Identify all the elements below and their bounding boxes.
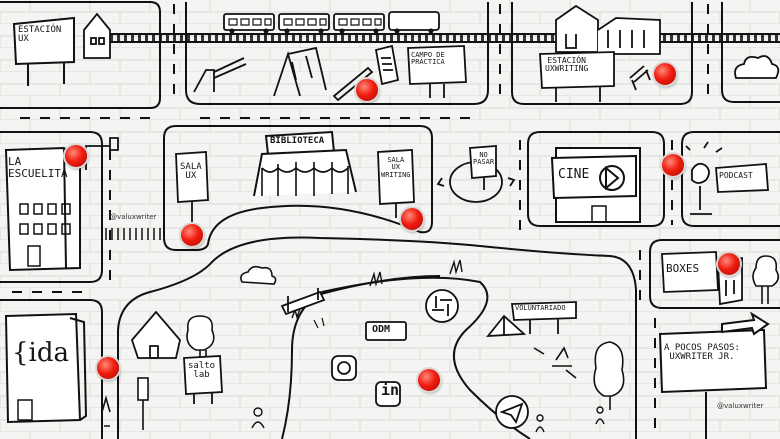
a-pocos-pasos-sign <box>658 311 770 439</box>
sala-ux-sign <box>175 151 209 222</box>
block-boxes <box>649 239 780 309</box>
playground-slide-icon <box>193 57 247 93</box>
block-estacion-uxwriting <box>511 2 693 105</box>
telegram-icon <box>495 395 529 429</box>
block-biblioteca <box>163 125 433 251</box>
a-pocos-pasos-text: A POCOS PASOS: UXWRITER JR. <box>664 343 740 363</box>
swing-icon <box>273 46 327 97</box>
linkedin-icon <box>375 381 401 407</box>
slack-icon <box>425 289 459 323</box>
bench-icon <box>629 65 651 91</box>
station-building-icon <box>555 4 661 55</box>
campfire-icon <box>533 346 577 379</box>
hotspot-campo-practica[interactable] <box>356 79 378 101</box>
voluntariado-sign <box>510 301 577 334</box>
block-estacion-ux <box>0 1 161 109</box>
linkedin-text: in <box>381 381 400 399</box>
trees-right-icon <box>593 341 625 410</box>
hotspot-estacion-uxwriting[interactable] <box>654 63 676 85</box>
estacion-uxwriting-sign <box>539 51 615 102</box>
block-central <box>117 236 637 439</box>
block-podcast <box>681 131 780 227</box>
road-lane-markers <box>12 4 709 430</box>
hotspot-sala-uxwriting[interactable] <box>401 208 423 230</box>
hotspot-escuelita[interactable] <box>65 145 87 167</box>
bush-icon <box>734 55 780 79</box>
house-icon <box>83 12 111 59</box>
biblioteca-text: BIBLIOTECA <box>270 136 325 146</box>
podcast-sign <box>685 141 769 215</box>
ida-building <box>4 312 88 424</box>
fence-icon <box>105 228 161 240</box>
cloud-icon <box>240 265 277 285</box>
ida-text: {ida <box>12 338 70 368</box>
salto-lab-sign <box>183 355 223 404</box>
hotspot-cine[interactable] <box>662 154 684 176</box>
meetup-text: ODM <box>372 324 391 335</box>
sala-ux-text: SALA UX <box>180 162 202 182</box>
meetup-sign <box>365 321 407 341</box>
watermark-bottom: @valuxwriter <box>717 402 764 410</box>
railway <box>110 33 780 43</box>
hotspot-sala-ux[interactable] <box>181 224 203 246</box>
campo-practica-sign <box>407 45 467 98</box>
hotspot-boxes[interactable] <box>718 253 740 275</box>
escuelita-text: LA ESCUELITA <box>8 155 68 180</box>
train <box>223 11 440 34</box>
boxes-text: BOXES <box>666 262 700 275</box>
instagram-icon <box>331 355 357 381</box>
bridge-icon <box>280 288 326 329</box>
cine-building <box>550 147 641 223</box>
voluntariado-text: VOLUNTARIADO <box>515 304 566 312</box>
salto-lab-text: salto lab <box>188 361 216 381</box>
cine-text: CINE <box>558 167 590 182</box>
block-parque <box>185 2 489 105</box>
block-ida <box>0 299 103 439</box>
tree-icon <box>752 255 780 304</box>
block-escuelita <box>0 131 103 283</box>
lamp-post-icon <box>85 137 119 170</box>
block-cine <box>527 131 665 227</box>
sala-uxwriting-sign <box>377 149 415 218</box>
traffic-light-icon <box>101 377 149 430</box>
pencil-paper-icon <box>332 44 400 102</box>
escuelita-building <box>4 146 81 272</box>
no-pasar-text: NO PASAR <box>473 151 495 167</box>
no-pasar-roundabout <box>436 145 516 203</box>
campo-practica-text: CAMPO DE PRÁCTICA <box>411 51 445 67</box>
podcast-text: PODCAST <box>719 171 753 180</box>
biblioteca-building <box>253 130 357 197</box>
cabin-icon <box>130 310 181 359</box>
watermark-top: @valuxwriter <box>110 213 157 221</box>
sala-uxwriting-text: SALA UX WRITING <box>381 156 411 179</box>
hotspot-redes[interactable] <box>418 369 440 391</box>
hotspot-ida[interactable] <box>97 357 119 379</box>
people-icons <box>251 406 605 433</box>
grass-tufts <box>291 259 463 320</box>
estacion-ux-text: ESTACIÓN UX <box>18 25 62 45</box>
block-top-right <box>721 2 780 103</box>
tent-icon <box>486 314 527 338</box>
estacion-uxwriting-text: ESTACIÓN UXWRITING <box>545 56 589 74</box>
estacion-ux-sign <box>12 16 75 86</box>
